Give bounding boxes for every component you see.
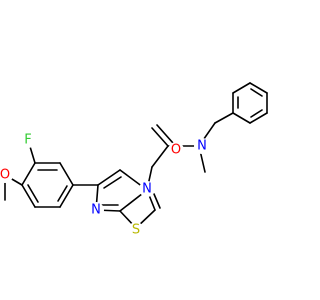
atom-label: O — [171, 143, 181, 158]
molecule-structure: O N N N S F O — [0, 82, 268, 238]
atom-label: O — [0, 168, 10, 183]
imidazothiazole-core — [95, 166, 161, 229]
atom-N-ring: N — [88, 202, 104, 218]
atom-label: F — [24, 133, 31, 148]
atom-S-ring: S — [128, 222, 144, 238]
atom-O-methoxy: O — [0, 167, 13, 183]
atom-F: F — [20, 132, 36, 148]
atom-N-ring-bridge: N — [139, 181, 155, 197]
molecule-canvas: O N N N S F O — [0, 82, 268, 238]
atom-label: N — [142, 182, 152, 197]
fluoromethoxyphenyl-ring — [21, 162, 74, 208]
atom-label: N — [91, 203, 101, 218]
atom-N-amide: N — [194, 138, 210, 154]
phenyl-ring — [232, 82, 268, 124]
atom-label: N — [197, 139, 207, 154]
atom-O-carbonyl: O — [168, 142, 184, 158]
atom-label: S — [132, 223, 140, 238]
